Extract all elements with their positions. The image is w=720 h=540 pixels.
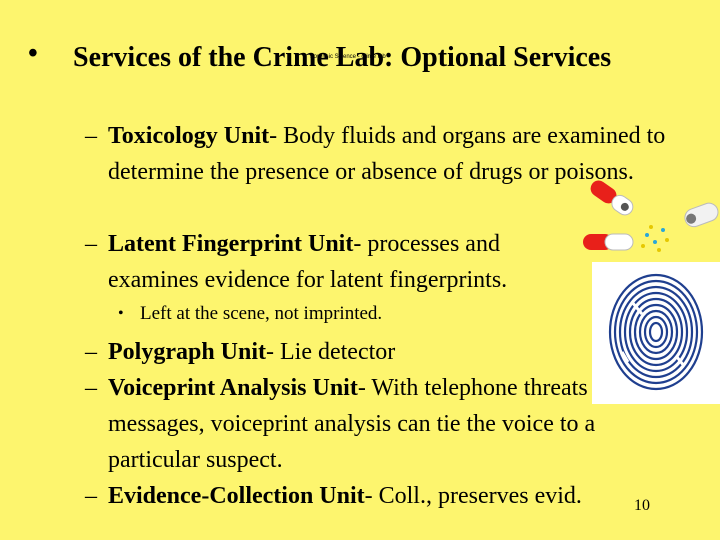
fingerprint-icon — [608, 273, 704, 391]
pills-icon — [583, 180, 719, 252]
item-desc: - Body fluids and organs are examined to… — [108, 123, 666, 185]
page-number: 10 — [634, 497, 650, 514]
title-bullet: • — [28, 38, 38, 69]
item-label: Latent Fingerprint Unit — [108, 231, 354, 257]
sub-item-text: Left at the scene, not imprinted. — [140, 303, 383, 324]
item-desc: - processes and examines evidence for la… — [108, 231, 508, 293]
item-label: Voiceprint Analysis Unit — [108, 375, 358, 401]
list-dash: – — [85, 339, 97, 365]
fingerprint-image — [592, 262, 720, 404]
list-dash: – — [85, 123, 97, 149]
slide-title: Services of the Crime Lab: Optional Serv… — [73, 42, 612, 73]
item-label: Toxicology Unit — [108, 123, 270, 149]
item-label: Evidence-Collection Unit — [108, 483, 365, 509]
list-dash: – — [85, 231, 97, 257]
item-label: Polygraph Unit — [108, 339, 267, 365]
list-dash: – — [85, 375, 97, 401]
item-desc: - Lie detector — [266, 339, 396, 365]
title-overlay-text: Forensic Science - crime lab — [310, 54, 386, 60]
list-dash: – — [85, 483, 97, 509]
item-desc: - Coll., preserves evid. — [364, 483, 582, 509]
sub-bullet: • — [118, 305, 124, 322]
